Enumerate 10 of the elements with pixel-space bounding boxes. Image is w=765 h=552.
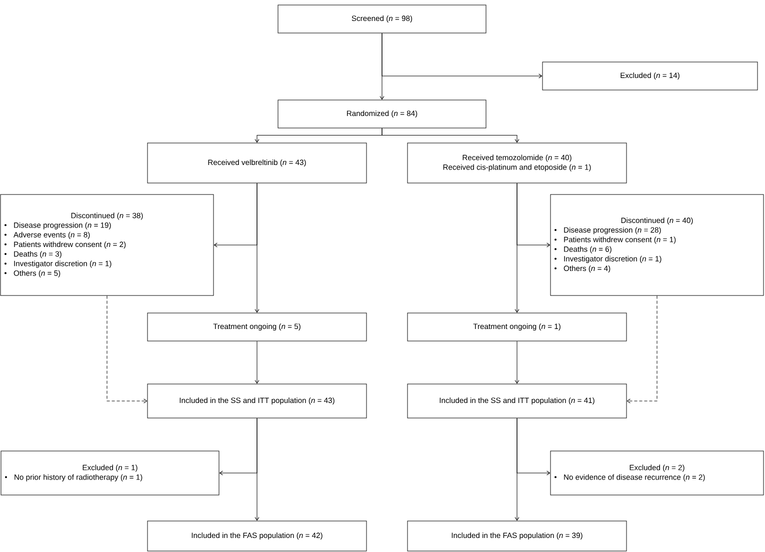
arrow xyxy=(382,128,520,143)
arrow xyxy=(254,341,260,384)
arrow xyxy=(382,33,542,78)
arrow xyxy=(514,418,520,521)
arrow xyxy=(626,296,658,404)
arrow xyxy=(514,341,520,384)
arrow xyxy=(254,183,260,313)
arrow xyxy=(514,183,520,313)
arrow xyxy=(254,418,260,521)
arrow xyxy=(106,296,148,404)
